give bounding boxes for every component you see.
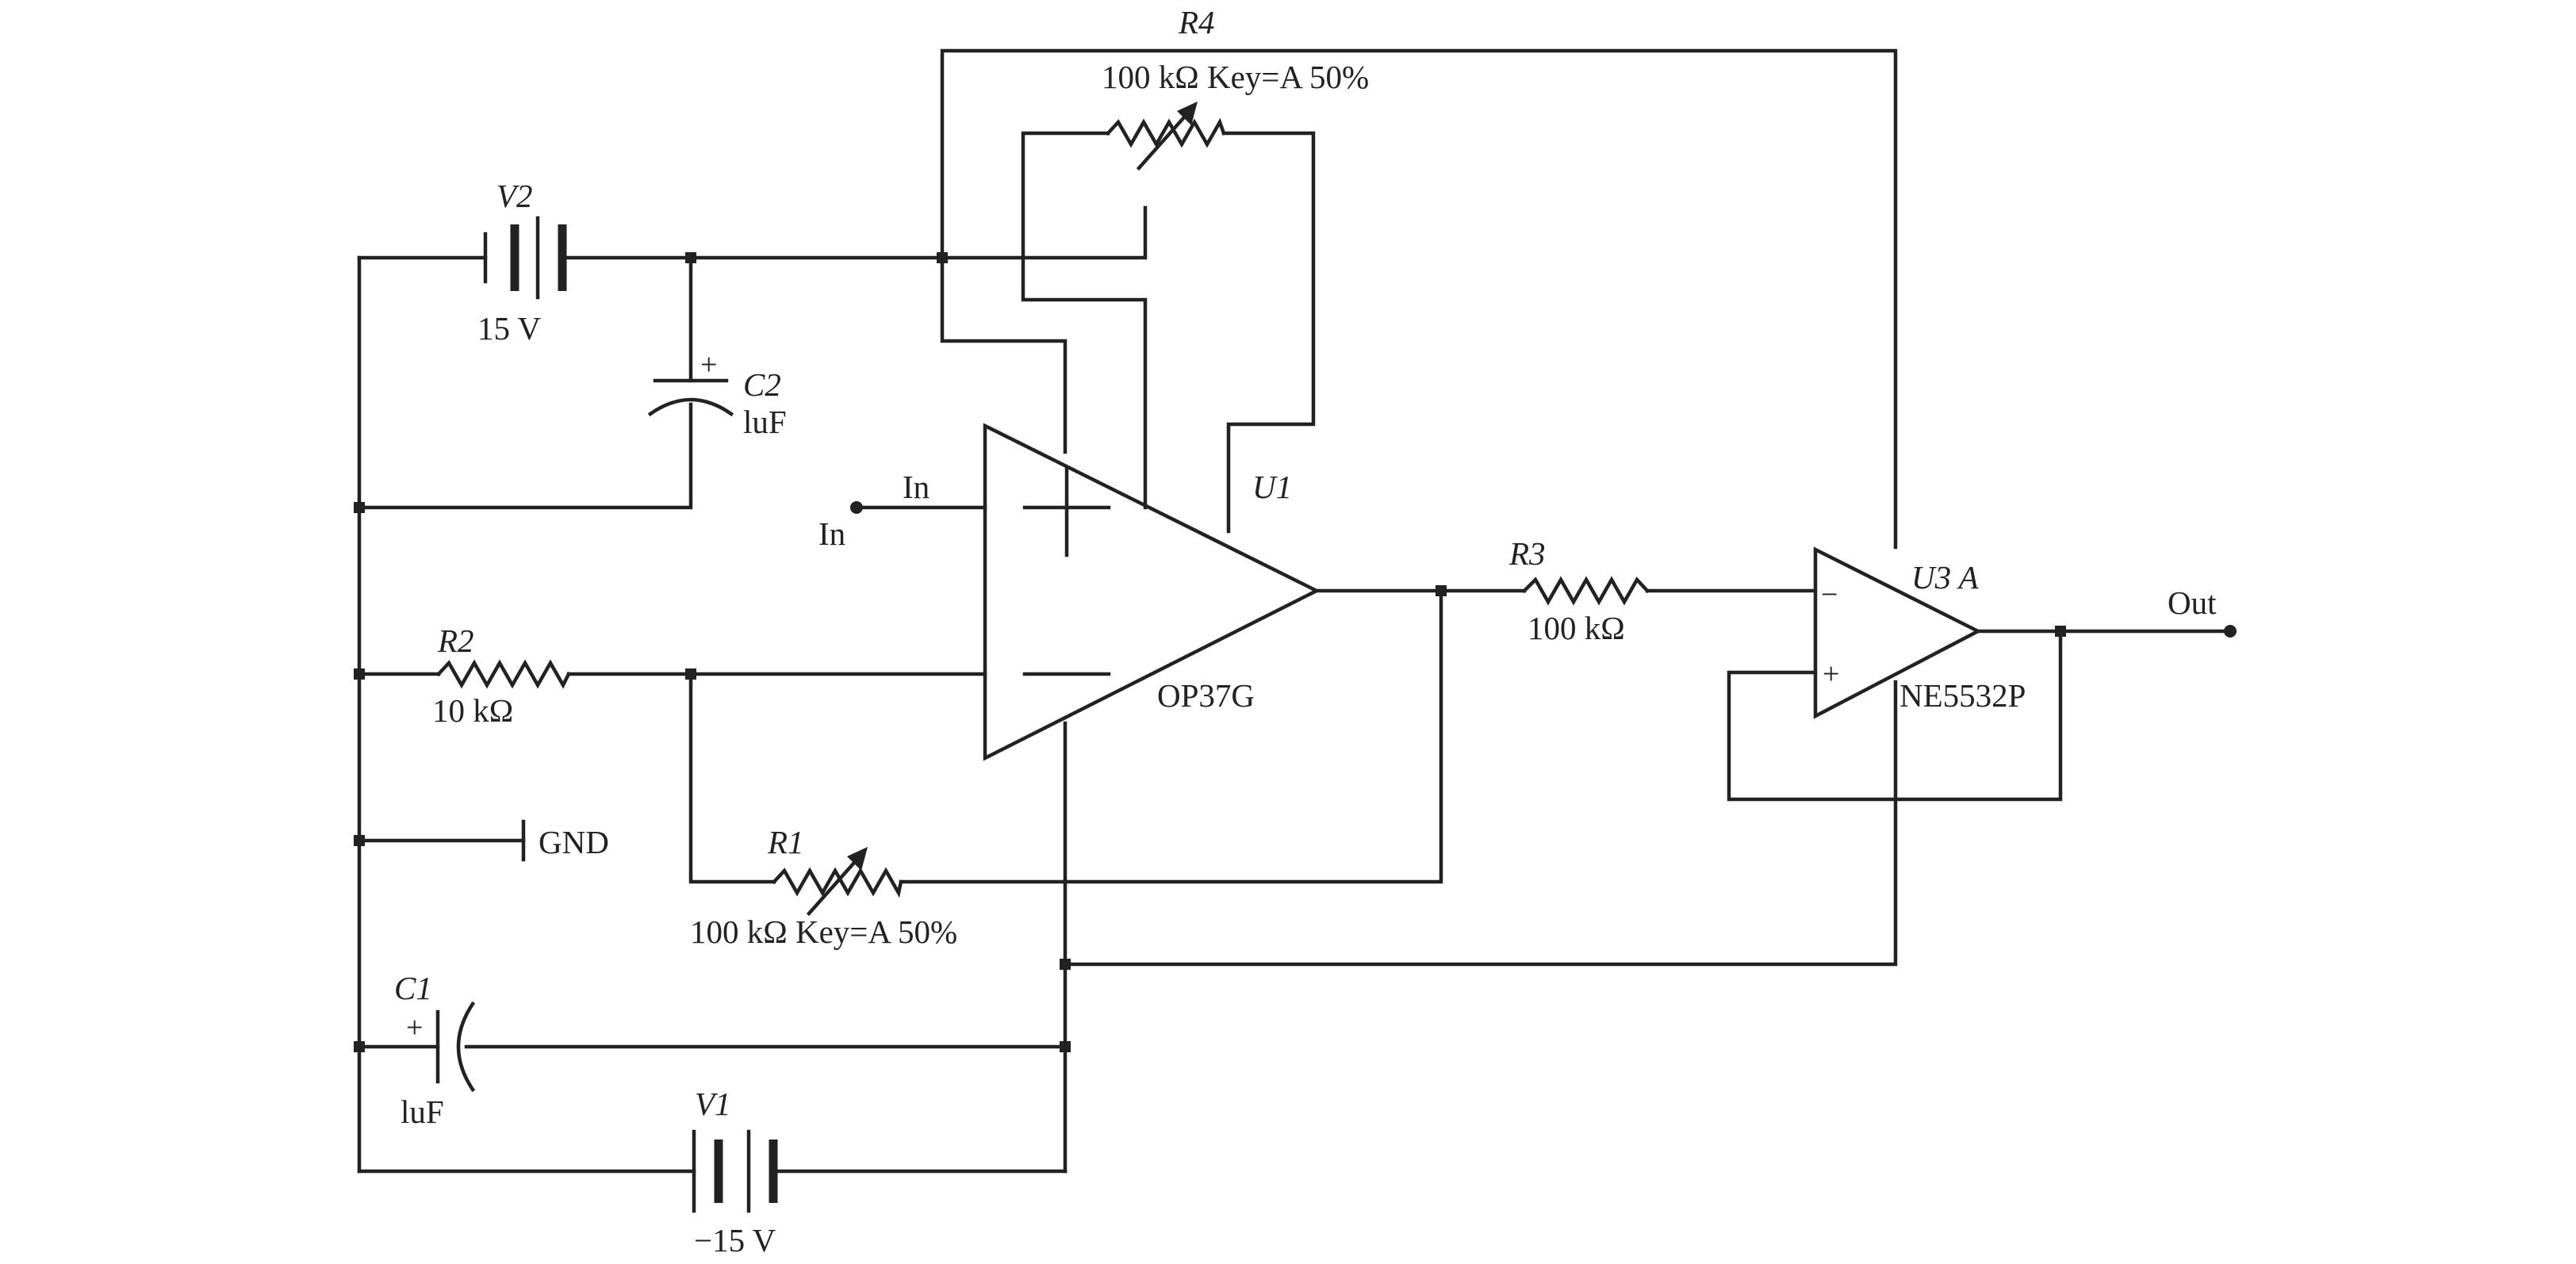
u3-vminus-wire [1063, 680, 1898, 967]
output-label: Out [2168, 584, 2217, 621]
r3-value-label: 100 kΩ [1528, 610, 1625, 646]
v2-ref-label: V2 [496, 178, 533, 214]
u1-part-label: OP37G [1157, 677, 1255, 714]
potentiometer-r4-arrow [1136, 102, 1198, 171]
junction [354, 835, 365, 846]
r2-value-label: 10 kΩ [432, 692, 513, 729]
u3-part-label: NE5532P [1899, 677, 2026, 714]
junction [354, 502, 365, 513]
r4-right-wire [1221, 131, 1316, 534]
opamp-u3: − + [1813, 546, 1982, 719]
c2-bottom-wire [357, 402, 693, 510]
resistor-r2 [435, 659, 572, 689]
junction [1436, 585, 1447, 596]
resistor-r3 [1521, 576, 1650, 606]
c1-polarity: + [406, 1011, 423, 1044]
r1-left-wire [688, 672, 776, 884]
capacitor-c1 [435, 1001, 476, 1093]
u1-vplus-wire [940, 255, 1068, 454]
junction [2055, 626, 2066, 637]
v1-ref-label: V1 [695, 1086, 731, 1122]
input-pin-label: In [903, 469, 930, 505]
junction [685, 252, 696, 263]
u3-feedback-wire [1727, 629, 2063, 802]
capacitor-c2 [647, 378, 734, 417]
junctions [354, 252, 2237, 1052]
v1-value-label: −15 V [694, 1222, 776, 1258]
r3-ref-label: R3 [1508, 535, 1546, 572]
r1-ref-label: R1 [767, 824, 804, 860]
c2-value-label: luF [743, 404, 787, 440]
u3-plus-pin: + [1823, 657, 1839, 691]
resistor-r4 [1105, 117, 1226, 148]
r4-ref-label: R4 [1178, 4, 1215, 40]
gnd-label: GND [539, 824, 609, 860]
u3-vplus-wire [940, 48, 1898, 550]
battery-v2 [483, 216, 567, 300]
junction [937, 252, 948, 263]
junction [354, 668, 365, 680]
r4-value-label: 100 kΩ Key=A 50% [1102, 59, 1369, 95]
c2-ref-label: C2 [743, 366, 781, 403]
u3-minus-pin: − [1821, 578, 1838, 611]
r4-left-loop-wire [1021, 131, 1148, 510]
input-terminal-label: In [818, 515, 845, 552]
battery-v1 [692, 1129, 778, 1213]
r1-value-label: 100 kΩ Key=A 50% [690, 914, 957, 950]
c2-polarity: + [700, 348, 717, 381]
u3-ref-label: U3 A [1911, 559, 1980, 596]
c1-ref-label: C1 [394, 970, 432, 1006]
c1-value-label: luF [401, 1094, 444, 1130]
r2-ref-label: R2 [437, 622, 474, 659]
junction [1060, 959, 1071, 970]
resistor-r1 [771, 867, 903, 898]
output-terminal [2224, 625, 2237, 638]
junction [1060, 1041, 1071, 1052]
u1-ref-label: U1 [1252, 469, 1292, 505]
junction [685, 668, 696, 680]
junction [354, 1041, 365, 1052]
potentiometer-r1-arrow [806, 847, 868, 917]
v2-value-label: 15 V [477, 310, 542, 347]
wires [357, 48, 2233, 1174]
r1-right-wire [899, 588, 1443, 884]
opamp-u1 [983, 423, 1321, 761]
top-rail-wire [564, 205, 1148, 260]
input-terminal [850, 501, 863, 514]
